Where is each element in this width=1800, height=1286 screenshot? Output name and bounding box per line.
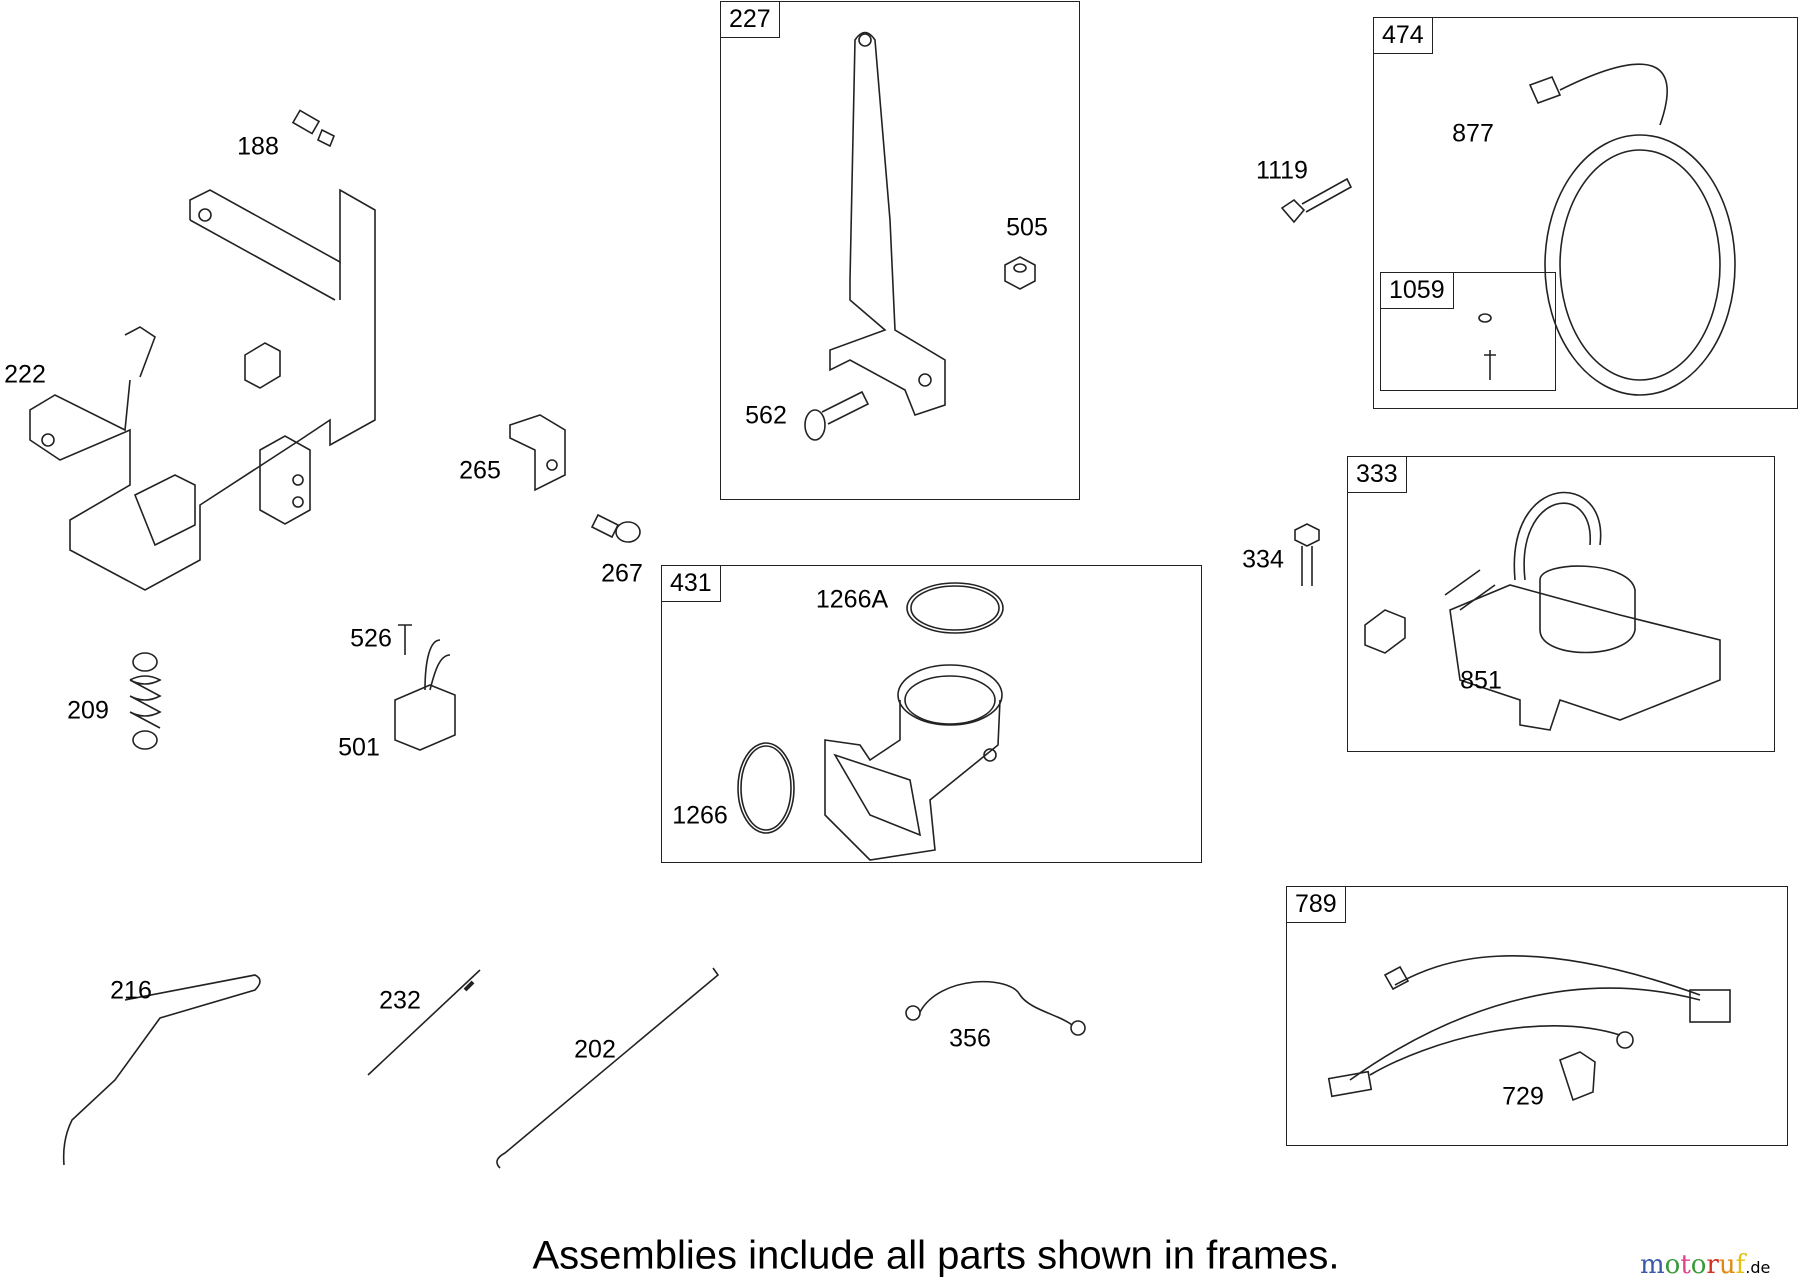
label-729: 729 <box>1502 1082 1544 1111</box>
watermark-letter: o <box>1664 1250 1681 1280</box>
part-474-stator <box>1528 63 1736 396</box>
frame-431: 431 <box>661 565 1202 863</box>
part-222-bracket <box>29 188 376 591</box>
label-265: 265 <box>459 456 501 485</box>
label-851: 851 <box>1460 666 1502 695</box>
part-188-screw <box>291 109 336 148</box>
part-216-link-rod <box>62 974 261 1166</box>
part-562-screw <box>804 390 870 441</box>
frame-label-789: 789 <box>1286 886 1346 923</box>
watermark-letter: o <box>1690 1250 1707 1280</box>
label-562: 562 <box>745 401 787 430</box>
part-202-rod <box>496 967 720 1169</box>
part-265-clip <box>509 414 566 492</box>
label-1266: 1266 <box>672 801 728 830</box>
part-526-screw <box>398 624 412 655</box>
watermark-letter: r <box>1706 1250 1719 1280</box>
watermark-logo: motoruf.de <box>1640 1250 1770 1280</box>
diagram-caption: Assemblies include all parts shown in fr… <box>532 1233 1340 1278</box>
label-356: 356 <box>949 1024 991 1053</box>
part-209-spring <box>129 652 162 750</box>
label-1266A: 1266A <box>815 585 889 614</box>
label-209: 209 <box>67 696 109 725</box>
part-227-lever <box>829 31 946 416</box>
label-232: 232 <box>379 986 421 1015</box>
frame-label-333: 333 <box>1347 456 1407 493</box>
part-232-cable <box>367 969 481 1076</box>
label-501: 501 <box>338 733 380 762</box>
frame-label-474: 474 <box>1373 17 1433 54</box>
frame-227: 227 <box>720 1 1080 500</box>
part-1266A-o-ring <box>906 582 1004 634</box>
label-188: 188 <box>237 132 279 161</box>
watermark-letter: t <box>1680 1250 1691 1280</box>
part-334-bolt <box>1294 523 1320 586</box>
part-501-module <box>394 639 456 751</box>
frame-1059: 1059 <box>1380 272 1556 391</box>
watermark-letter: m <box>1640 1250 1665 1280</box>
watermark-letter: u <box>1718 1250 1736 1280</box>
label-1119: 1119 <box>1256 156 1308 185</box>
label-222: 222 <box>4 360 46 389</box>
label-334: 334 <box>1242 545 1284 574</box>
label-505: 505 <box>1006 213 1048 242</box>
part-1059-screw <box>1478 313 1496 380</box>
frame-label-431: 431 <box>661 565 721 602</box>
part-505-nut <box>1004 256 1036 290</box>
label-216: 216 <box>110 976 152 1005</box>
watermark-text: motoruf <box>1640 1250 1745 1280</box>
watermark-letter: f <box>1735 1250 1746 1280</box>
part-431-intake-elbow <box>824 664 1003 861</box>
frame-474: 474 <box>1373 17 1798 409</box>
part-356-ground-wire <box>905 980 1086 1036</box>
label-267: 267 <box>601 559 643 588</box>
label-877: 877 <box>1452 119 1494 148</box>
part-1119-bolt <box>1280 177 1353 224</box>
frame-label-1059: 1059 <box>1380 272 1454 309</box>
label-526: 526 <box>350 624 392 653</box>
frame-label-227: 227 <box>720 1 780 38</box>
watermark-suffix: .de <box>1745 1258 1771 1277</box>
part-267-screw <box>590 513 641 543</box>
part-1266-o-ring <box>737 742 795 834</box>
part-333-ignition-coil <box>1364 491 1721 731</box>
frame-333: 333 <box>1347 456 1775 752</box>
part-789-wire-harness <box>1327 955 1731 1102</box>
label-202: 202 <box>574 1035 616 1064</box>
frame-789: 789 <box>1286 886 1788 1146</box>
